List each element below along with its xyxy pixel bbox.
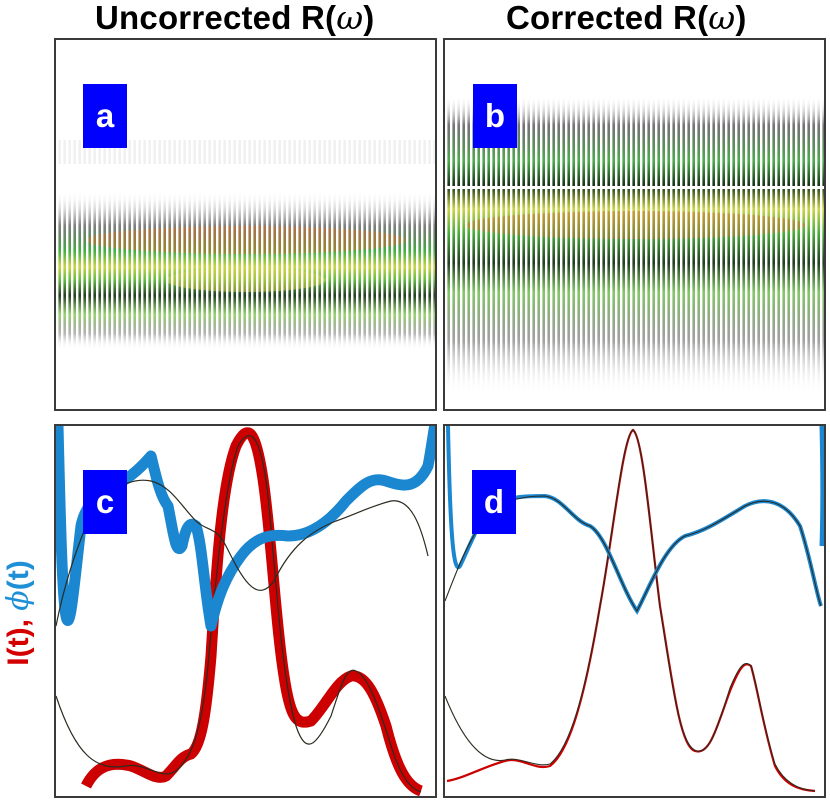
y-label-intensity: I(t) xyxy=(2,627,35,666)
spectrogram-b-plot xyxy=(445,95,824,395)
panel-b-spectrogram: b xyxy=(443,38,826,411)
title-uncorrected-close: ) xyxy=(363,0,375,36)
y-label-phi: ϕ xyxy=(1,590,36,611)
y-label-phase-arg: (t) xyxy=(2,560,35,591)
panel-d-traces: d xyxy=(443,424,826,798)
intensity-reference-d xyxy=(445,429,816,792)
panel-label-c: c xyxy=(83,470,127,534)
panel-label-b: b xyxy=(473,84,517,148)
phase-edge-d xyxy=(819,426,824,547)
y-label-sep: , xyxy=(2,610,35,628)
panel-a-spectrogram: a xyxy=(54,38,437,411)
title-corrected: Corrected R(ω) xyxy=(506,0,747,37)
title-corrected-text: Corrected R( xyxy=(506,0,709,36)
title-uncorrected: Uncorrected R(ω) xyxy=(95,0,375,37)
panel-c-traces: c xyxy=(54,424,437,798)
y-axis-label: I(t), ϕ(t) xyxy=(1,513,36,713)
title-uncorrected-text: Uncorrected R( xyxy=(95,0,337,36)
title-uncorrected-omega: ω xyxy=(336,0,364,37)
intensity-trace-c xyxy=(81,427,424,796)
panel-label-d: d xyxy=(472,470,516,534)
phase-trace-c xyxy=(56,426,435,632)
spectrogram-a-plot xyxy=(56,140,435,350)
title-corrected-omega: ω xyxy=(708,0,736,37)
intensity-reference-c xyxy=(56,435,422,793)
title-corrected-close: ) xyxy=(735,0,747,36)
panel-label-a: a xyxy=(83,84,127,148)
